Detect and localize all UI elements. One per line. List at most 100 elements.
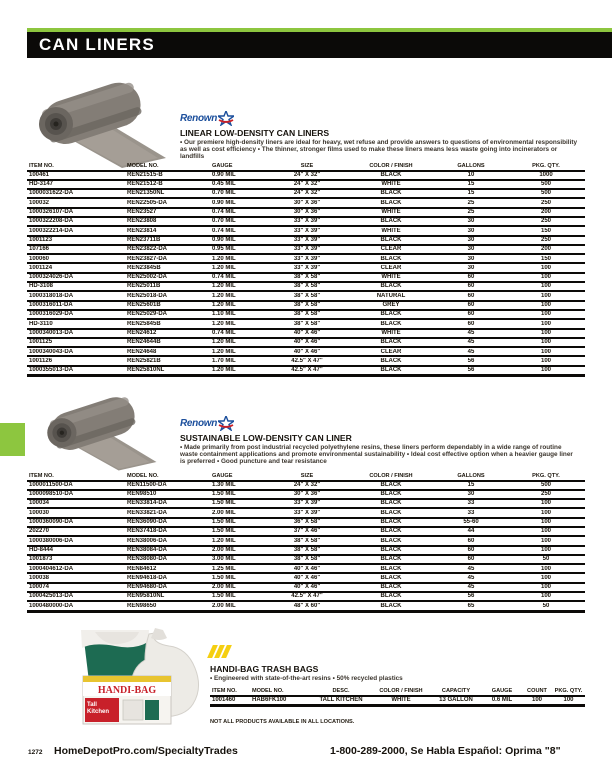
table-cell: 15 xyxy=(467,181,475,188)
table-cell: 37" X 46" xyxy=(293,528,321,535)
table-cell: 56 xyxy=(467,367,475,374)
table-cell: 100034 xyxy=(29,500,50,507)
table-cell: 1000031622-DA xyxy=(29,190,74,197)
table-cell: BLACK xyxy=(380,190,402,197)
table-cell: 40" X 46" xyxy=(293,329,321,336)
table-cell: 50 xyxy=(542,602,550,609)
table-cell: 1.50 MIL xyxy=(212,519,236,526)
renown-logo-text: Renown xyxy=(180,418,218,429)
table-cell: WHITE xyxy=(381,227,401,234)
column-header: SIZE xyxy=(300,163,314,169)
table-cell: 33" X 39" xyxy=(293,255,321,262)
table-cell: HD-3110 xyxy=(29,320,53,327)
table-cell: 1.10 MIL xyxy=(212,311,236,318)
table-cell: 25 xyxy=(467,199,475,206)
table-cell: 100 xyxy=(540,283,551,290)
table-cell: 38" X 58" xyxy=(293,302,321,309)
column-header: PKG. QTY. xyxy=(532,163,560,169)
table-cell: WHITE xyxy=(381,329,401,336)
table-cell: 24" X 32" xyxy=(293,190,321,197)
table-cell: 15 xyxy=(467,481,475,488)
svg-text:Kitchen: Kitchen xyxy=(87,709,109,715)
table-cell: REN25601B xyxy=(127,302,161,309)
table-cell: BLACK xyxy=(380,218,402,225)
table-cell: 60 xyxy=(467,292,475,299)
table-cell: 1000322214-DA xyxy=(29,227,74,234)
page-edge-tab xyxy=(0,423,25,456)
table-cell: REN21350NL xyxy=(127,190,165,197)
table-cell: REN21515-B xyxy=(127,171,163,178)
table-cell: 60 xyxy=(467,537,475,544)
table-cell: 100 xyxy=(531,696,542,703)
table-cell: 38" X 58" xyxy=(293,283,321,290)
table-cell: REN36090-DA xyxy=(127,519,168,526)
table-cell: HD-8444 xyxy=(29,546,54,553)
table-cell: REN23527 xyxy=(127,209,157,216)
renown-logo: Renown xyxy=(180,109,585,127)
column-header: GAUGE xyxy=(491,688,513,694)
section-description: • Engineered with state-of-the-art resin… xyxy=(210,675,403,682)
table-cell: 100 xyxy=(540,584,551,591)
table-cell: 1.50 MIL xyxy=(212,500,236,507)
table-cell: 150 xyxy=(540,255,551,262)
table-cell: 42.5" X 47" xyxy=(291,357,323,364)
table-cell: 1000425013-DA xyxy=(29,593,74,600)
column-header: GALLONS xyxy=(457,163,485,169)
table-cell: 0.74 MIL xyxy=(212,329,236,336)
column-header: DESC. xyxy=(332,688,350,694)
table-cell: REN37418-DA xyxy=(127,528,168,535)
column-header: MODEL NO. xyxy=(252,688,284,694)
table-cell: 500 xyxy=(540,190,551,197)
table-cell: 1001125 xyxy=(29,339,53,346)
table-cell: HAB6FK100 xyxy=(252,696,287,703)
table-cell: 1000326107-DA xyxy=(29,209,74,216)
renown-star-icon xyxy=(215,109,237,127)
table-cell: REN38084-DA xyxy=(127,546,168,553)
can-liner-roll-photo xyxy=(30,72,166,172)
table-cell: 33" X 39" xyxy=(293,218,321,225)
svg-text:Tall: Tall xyxy=(87,702,97,708)
table-cell: 100030 xyxy=(29,509,50,516)
table-cell: 48" X 60" xyxy=(293,602,321,609)
table-cell: 30 xyxy=(467,246,475,253)
table-cell: 60 xyxy=(467,320,475,327)
table-cell: 36" X 58" xyxy=(293,519,321,526)
page-footer: 1272 HomeDepotPro.com/SpecialtyTrades 1-… xyxy=(0,745,612,761)
table-cell: 2.00 MIL xyxy=(212,602,236,609)
table-cell: BLACK xyxy=(380,565,402,572)
column-header: PKG. QTY. xyxy=(554,688,583,694)
table-cell: 1.20 MIL xyxy=(212,537,236,544)
table-cell: 45 xyxy=(467,339,475,346)
table-cell: 0.45 MIL xyxy=(212,181,236,188)
table-cell: 1000404612-DA xyxy=(29,565,74,572)
availability-footnote: NOT ALL PRODUCTS AVAILABLE IN ALL LOCATI… xyxy=(210,719,355,725)
section-linear-low-density: Renown LINEAR LOW-DENSITY CAN LINERS • O… xyxy=(180,109,585,161)
table-cell: BLACK xyxy=(380,491,402,498)
column-header: MODEL NO. xyxy=(127,473,159,479)
table-cell: REN21512-B xyxy=(127,181,163,188)
table-cell: 1001873 xyxy=(29,556,53,563)
table-cell: 150 xyxy=(540,227,551,234)
table-cell: 100 xyxy=(540,311,551,318)
table-cell: 100 xyxy=(540,500,551,507)
table-cell: 250 xyxy=(540,491,551,498)
table-cell: 38" X 58" xyxy=(293,320,321,327)
table-cell: 0.70 MIL xyxy=(212,218,236,225)
table-cell: 1.50 MIL xyxy=(212,528,236,535)
table-cell: REN23827-DA xyxy=(127,255,168,262)
table-cell: 33" X 39" xyxy=(293,264,321,271)
table-cell: 1.20 MIL xyxy=(212,320,236,327)
table-cell: 100 xyxy=(540,593,551,600)
renown-star-icon xyxy=(215,414,237,432)
table-cell: TALL KITCHEN xyxy=(319,696,363,703)
table-cell: 38" X 58" xyxy=(293,274,321,281)
table-cell: 100 xyxy=(540,320,551,327)
